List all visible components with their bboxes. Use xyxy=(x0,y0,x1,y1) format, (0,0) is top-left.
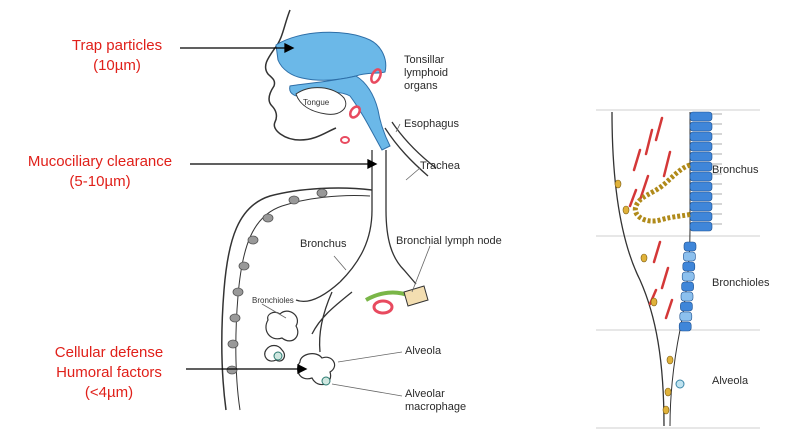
cellular-defense-label: Cellular defense Humoral factors (<4µm) xyxy=(34,343,184,403)
tongue-label: Tongue xyxy=(303,98,329,107)
bronchus-epithelial-cell xyxy=(690,212,712,221)
bronchus-label: Bronchus xyxy=(300,238,346,251)
red-streaks xyxy=(630,118,672,318)
tonsillar-line-1: Tonsillar xyxy=(404,54,448,67)
alveolar-macrophage-label: Alveolar macrophage xyxy=(405,388,466,414)
esophagus-label: Esophagus xyxy=(404,118,459,131)
bronchus-epithelial-cell xyxy=(690,152,712,161)
alveolar-macrophage-line-1: Alveolar xyxy=(405,388,466,401)
lung-outline xyxy=(222,188,372,410)
bronchial-tube-stub xyxy=(404,286,428,306)
bronchus-epithelial-cell xyxy=(690,222,712,231)
mucociliary-size: (5-10µm) xyxy=(10,172,190,192)
bronchus-epithelial-cell xyxy=(690,132,712,141)
alveolar-macrophage-line-2: macrophage xyxy=(405,401,466,414)
bronchus-epithelial-cell xyxy=(690,202,712,211)
alveolar-macrophage-right xyxy=(676,380,684,388)
tonsillar-line-3: organs xyxy=(404,80,448,93)
bronchioles-label: Bronchioles xyxy=(252,296,294,305)
trachea-left xyxy=(340,150,372,282)
lymph-node xyxy=(374,301,392,313)
cellular-defense-size: (<4µm) xyxy=(34,383,184,403)
bronchiole-epithelial-cell xyxy=(681,292,693,301)
trachea-right xyxy=(386,150,416,284)
right-alveola-label: Alveola xyxy=(712,375,748,388)
bronchiole-epithelial-cell xyxy=(679,322,691,331)
humoral-factors-title: Humoral factors xyxy=(34,363,184,383)
bronchus-epithelial-cell xyxy=(690,182,712,191)
right-bronchus-label: Bronchus xyxy=(712,164,758,177)
bronchus-epithelial-cell xyxy=(690,122,712,131)
tonsil-3 xyxy=(341,137,349,143)
bronchiole-epithelial-cell xyxy=(682,282,694,291)
bronchus-epithelial-cell xyxy=(690,172,712,181)
bronchiole-epithelial-cell xyxy=(682,272,694,281)
trap-particles-title: Trap particles xyxy=(52,36,182,56)
tonsillar-line-2: lymphoid xyxy=(404,67,448,80)
bronchus-epithelial-cell xyxy=(690,192,712,201)
right-bronchioles-label: Bronchioles xyxy=(712,277,769,290)
alveola-label: Alveola xyxy=(405,345,441,358)
bronchiole-epithelial-cell xyxy=(684,242,696,251)
trap-particles-label: Trap particles (10µm) xyxy=(52,36,182,76)
bronchus-epithelial-cell xyxy=(690,112,712,121)
cellular-defense-title: Cellular defense xyxy=(34,343,184,363)
bronchus-left xyxy=(296,282,352,352)
trap-particles-size: (10µm) xyxy=(52,56,182,76)
bronchus-epithelial-cell xyxy=(690,142,712,151)
bronchial-vessel xyxy=(366,293,410,300)
bronchiole-epithelial-cell xyxy=(680,312,692,321)
macrophage-1 xyxy=(274,352,282,360)
bronchiole-epithelial-cell xyxy=(680,302,692,311)
bronchus-epithelial-cell xyxy=(690,162,712,171)
yellow-cells xyxy=(615,180,673,414)
bronchiole-epithelial-cell xyxy=(683,262,695,271)
tonsil-2 xyxy=(348,105,361,119)
macrophage-2 xyxy=(322,377,330,385)
mucociliary-clearance-label: Mucociliary clearance (5-10µm) xyxy=(10,152,190,192)
nasal-cavity xyxy=(276,32,386,80)
epithelium-cells xyxy=(679,112,712,331)
bronchial-lymph-node-label: Bronchial lymph node xyxy=(396,235,502,248)
mucociliary-title: Mucociliary clearance xyxy=(10,152,190,172)
trachea-label: Trachea xyxy=(420,160,460,173)
tonsillar-label: Tonsillar lymphoid organs xyxy=(404,54,448,93)
bronchiole-epithelial-cell xyxy=(683,252,695,261)
pharynx xyxy=(290,76,390,150)
